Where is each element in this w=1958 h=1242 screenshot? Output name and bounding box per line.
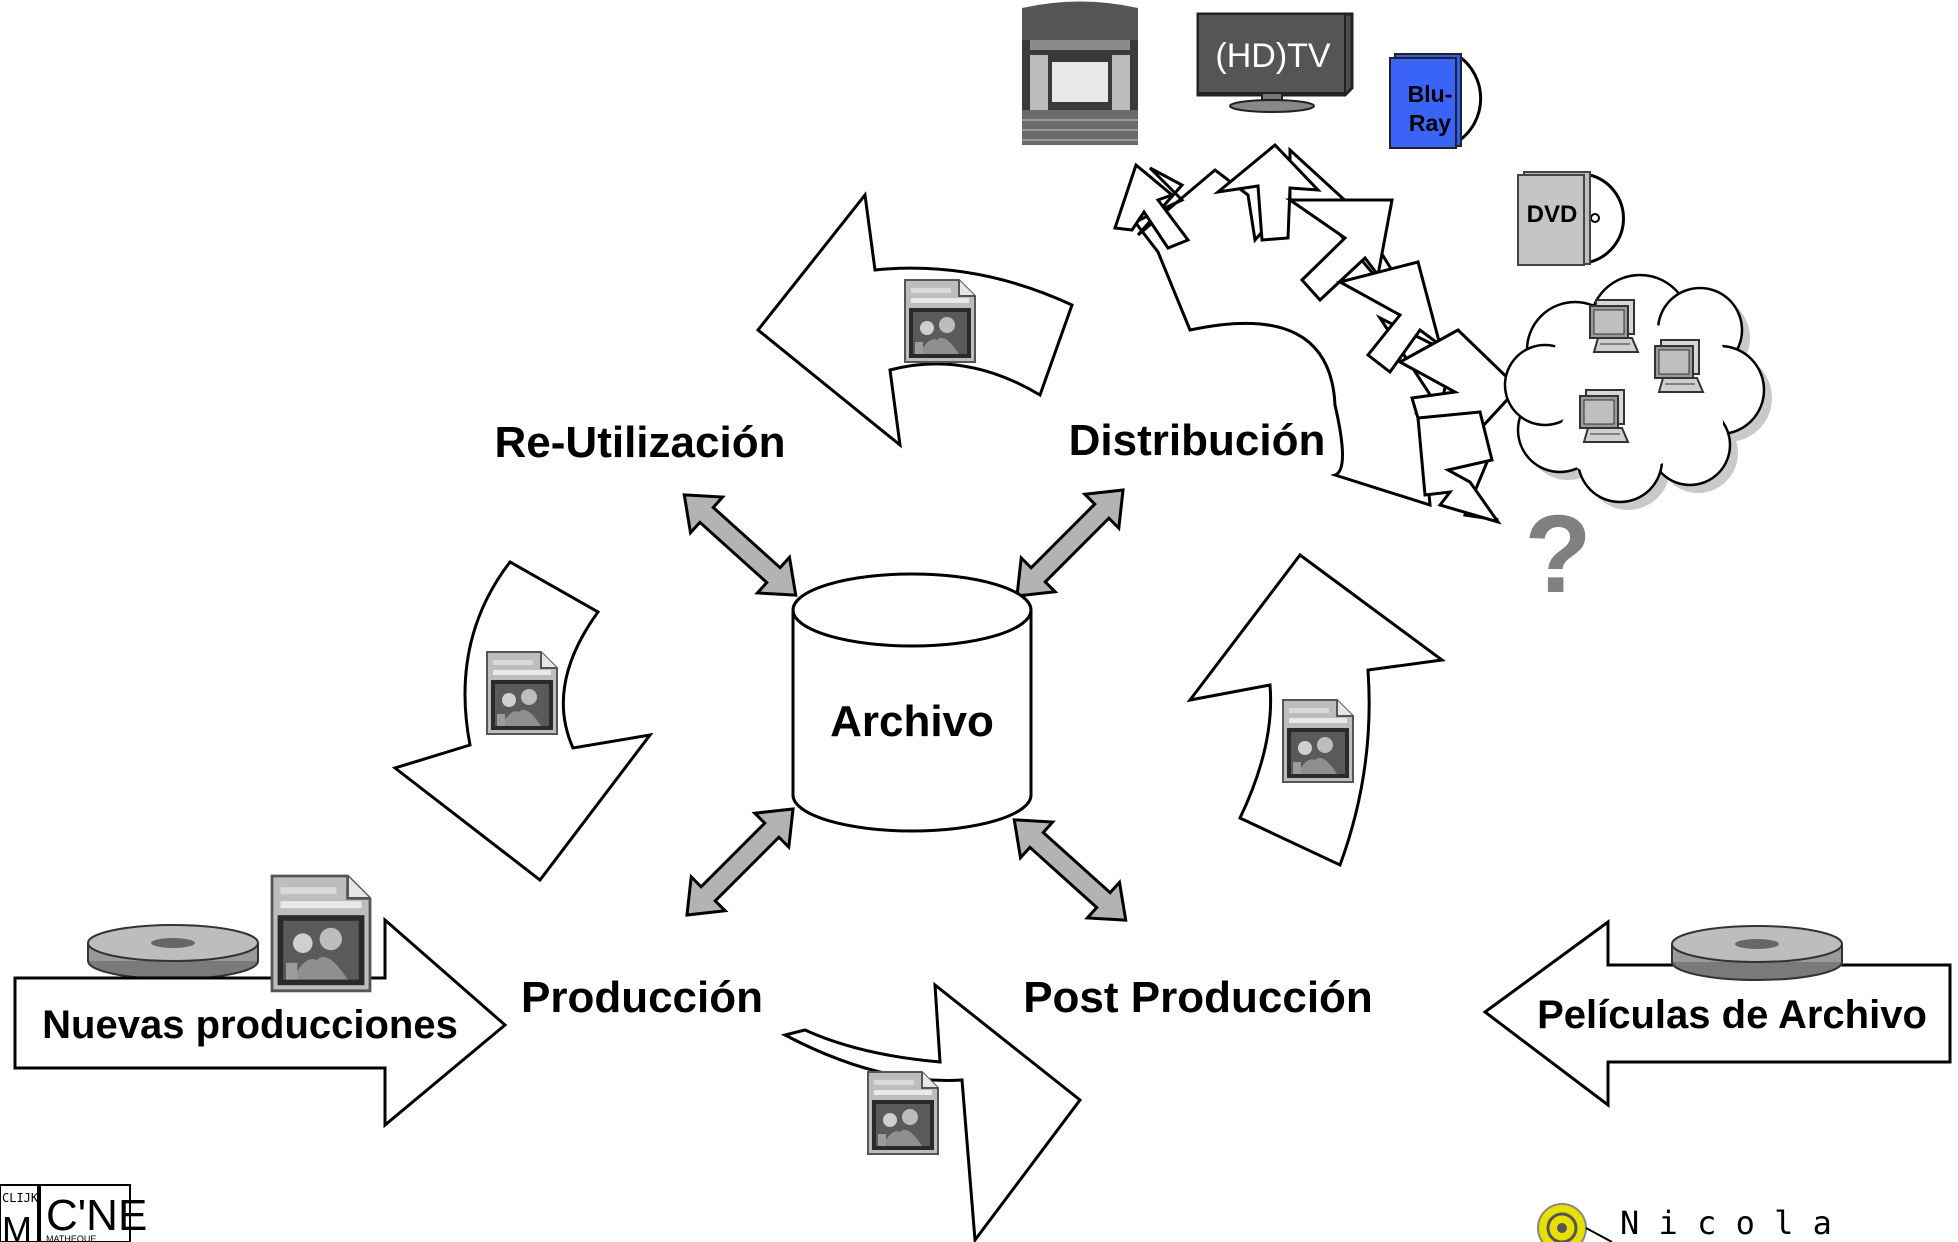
logo-letter: M	[2, 1209, 32, 1242]
archive-label: Archivo	[830, 697, 994, 746]
production-label: Producción	[521, 973, 763, 1022]
hdtv-icon	[1196, 12, 1354, 113]
reuse-label: Re-Utilización	[495, 418, 786, 467]
logo-main-text: C'NE	[46, 1191, 147, 1240]
cinematheque-logo: CLIJK M C'NE MATHEQUE	[0, 1184, 147, 1242]
bluray-label-line1: Blu-	[1408, 81, 1453, 107]
film-document-icon	[486, 651, 558, 735]
film-document-icon	[270, 874, 372, 993]
film-document-icon	[867, 1071, 939, 1155]
new-productions-label: Nuevas producciones	[42, 1003, 458, 1047]
dvd-disc-icon	[1517, 171, 1625, 266]
nicola-logo-text: N i c o l a	[1620, 1204, 1832, 1242]
production-double-arrow	[685, 807, 795, 917]
film-document-icon	[1282, 699, 1354, 783]
distribution-double-arrow	[1015, 488, 1125, 598]
nicola-logo: N i c o l a	[1537, 1203, 1832, 1242]
new-productions-arrow	[13, 916, 508, 1129]
fan-arrow-dvd	[1335, 260, 1443, 375]
dvd-label: DVD	[1527, 201, 1578, 228]
computer-icon	[1589, 299, 1639, 353]
logo-small-text: CLIJK	[2, 1191, 39, 1205]
computer-icon	[1579, 389, 1629, 443]
post-production-label: Post Producción	[1023, 973, 1373, 1022]
post-production-cycle-arrow	[780, 981, 1083, 1242]
film-reel-icon	[87, 924, 259, 980]
film-reel-icon	[1671, 925, 1843, 981]
post-production-double-arrow	[1012, 818, 1128, 922]
network-cloud-icon	[1503, 273, 1772, 510]
archive-cylinder	[791, 572, 1033, 833]
bluray-label-line2: Ray	[1409, 110, 1451, 136]
film-document-icon	[904, 279, 976, 363]
cinema-hall-icon	[1022, 1, 1138, 145]
archive-films-label: Películas de Archivo	[1537, 993, 1927, 1037]
fan-arrow-cinema	[1112, 162, 1191, 250]
computer-icon	[1654, 339, 1704, 393]
reuse-double-arrow	[682, 493, 798, 597]
fan-arrow-tv	[1212, 142, 1322, 242]
fan-arrow-bluray	[1285, 198, 1394, 303]
hdtv-label: (HD)TV	[1215, 37, 1331, 75]
bluray-disc-icon	[1389, 53, 1483, 149]
fan-arrow-unknown	[1416, 410, 1502, 525]
unknown-output-question-mark: ?	[1524, 493, 1591, 616]
distribution-label: Distribución	[1069, 416, 1326, 465]
logo-sub-text: MATHEQUE	[46, 1234, 96, 1242]
